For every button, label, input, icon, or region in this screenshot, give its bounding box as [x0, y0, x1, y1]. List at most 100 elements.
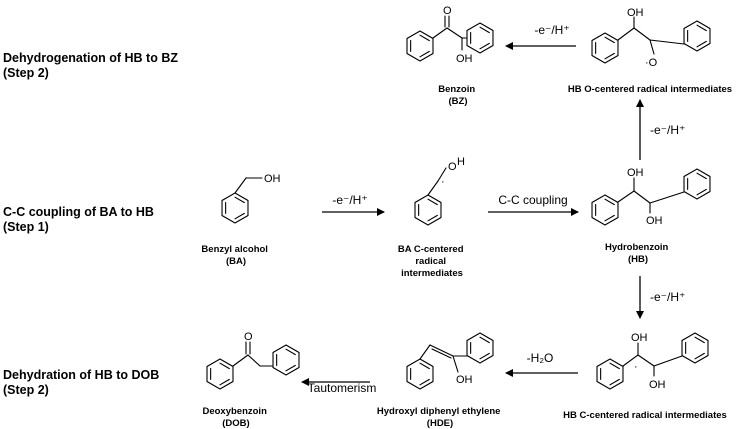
ring-outline	[683, 168, 711, 200]
ring-double-bond	[219, 378, 230, 386]
benzene-ring	[683, 168, 711, 200]
caption-line: Deoxybenzoin	[202, 406, 267, 417]
caption-line: BA C-centered	[398, 244, 464, 255]
ring-outline	[221, 192, 249, 224]
radical-dot: ·	[634, 361, 638, 373]
ring-double-bond	[234, 212, 245, 220]
step-label-dob-line: Dehydration of HB to DOB	[3, 368, 159, 382]
caption-line: (BA)	[226, 256, 246, 267]
arrow-label-coupling: C-C coupling	[498, 193, 567, 207]
benzene-ring	[406, 358, 434, 390]
hydroxyl-label: OH	[627, 7, 644, 19]
hydroxyl-label: OH	[649, 379, 666, 391]
step-label-bz-line: Dehydrogenation of HB to BZ	[3, 51, 178, 65]
ring-outline	[466, 332, 494, 364]
caption-line: (BZ)	[449, 96, 468, 107]
ring-double-bond	[479, 352, 490, 360]
ring-double-bond	[479, 42, 490, 50]
ring-double-bond	[427, 198, 438, 206]
step-label-bz-line: (Step 2)	[3, 66, 49, 80]
hb-o-radical-structure: OH ·O	[591, 7, 711, 69]
arrow-label-ox3: -e⁻/H⁺	[534, 23, 569, 37]
ring-double-bond	[427, 214, 438, 222]
benzene-ring	[414, 194, 442, 226]
hydroxyl-label: OH	[631, 332, 648, 344]
hydroxyl-label: OH	[646, 215, 663, 227]
ring-double-bond	[479, 26, 490, 34]
benzene-ring	[466, 332, 494, 364]
caption-line: Hydrobenzoin	[605, 242, 669, 253]
ring-double-bond	[696, 188, 707, 196]
caption-hde: Hydroxyl diphenyl ethylene (HDE)	[377, 406, 503, 429]
caption-line: (HB)	[628, 254, 648, 265]
benzoin-structure: O OH	[406, 5, 494, 65]
arrow-label-tautomerism: Tautomerism	[308, 381, 377, 395]
oxygen-radical-label: ·O	[645, 57, 658, 69]
ring-double-bond	[694, 336, 705, 344]
carbonyl-oxygen-label: O	[443, 5, 452, 17]
benzene-ring	[466, 22, 494, 54]
carbonyl-oxygen-label: O	[244, 331, 253, 343]
ring-double-bond	[694, 352, 705, 360]
benzene-ring	[683, 20, 711, 52]
ring-double-bond	[479, 336, 490, 344]
benzene-ring	[681, 332, 709, 364]
caption-line: HB O-centered radical intermediates	[568, 84, 732, 95]
ring-outline	[406, 358, 434, 390]
step-label-bz: Dehydrogenation of HB to BZ (Step 2)	[3, 51, 181, 80]
benzene-ring	[272, 344, 300, 376]
benzene-ring	[596, 358, 624, 390]
ring-outline	[681, 332, 709, 364]
ring-double-bond	[604, 198, 615, 206]
ring-outline	[683, 20, 711, 52]
step-label-hb: C-C coupling of BA to HB (Step 1)	[3, 205, 157, 234]
deoxybenzoin-structure: O	[206, 331, 300, 390]
ring-double-bond	[234, 196, 245, 204]
hde-structure: OH	[406, 332, 494, 390]
ring-double-bond	[419, 50, 430, 58]
step-label-hb-line: C-C coupling of BA to HB	[3, 205, 154, 219]
step-label-dob: Dehydration of HB to DOB (Step 2)	[3, 368, 163, 397]
arrow-label-dehydration: -H₂O	[527, 351, 554, 365]
benzene-ring	[591, 32, 619, 64]
ring-double-bond	[419, 34, 430, 42]
ring-double-bond	[609, 378, 620, 386]
benzene-ring	[406, 30, 434, 62]
ring-double-bond	[604, 52, 615, 60]
ring-double-bond	[419, 378, 430, 386]
benzyl-alcohol-structure: OH	[221, 173, 281, 224]
benzene-ring	[591, 194, 619, 226]
ring-double-bond	[696, 40, 707, 48]
caption-hb: Hydrobenzoin (HB)	[605, 242, 671, 265]
radical-dot: ·	[441, 176, 445, 188]
caption-line: (DOB)	[222, 418, 249, 429]
arrow-label-ox1: -e⁻/H⁺	[332, 193, 367, 207]
caption-line: Benzyl alcohol	[201, 244, 268, 255]
ring-outline	[466, 22, 494, 54]
hydroxyl-label: O	[448, 161, 457, 173]
hydrogen-label: H	[457, 156, 465, 168]
arrow-label-ox4: -e⁻/H⁺	[650, 290, 685, 304]
caption-dob: Deoxybenzoin (DOB)	[202, 406, 269, 429]
hb-c-radical-structure: OH · OH	[596, 332, 709, 391]
hydroxyl-label: OH	[627, 167, 644, 179]
caption-ba: Benzyl alcohol (BA)	[201, 244, 270, 267]
hydroxyl-label: OH	[264, 173, 281, 185]
arrow-label-ox2: -e⁻/H⁺	[650, 123, 685, 137]
ring-double-bond	[696, 172, 707, 180]
caption-line: radical	[415, 256, 446, 267]
hydrobenzoin-structure: OH OH	[591, 167, 711, 227]
ring-double-bond	[285, 364, 296, 372]
caption-line: intermediates	[401, 268, 463, 279]
step-label-hb-line: (Step 1)	[3, 220, 49, 234]
ring-double-bond	[419, 362, 430, 370]
caption-ba-radical: BA C-centered radical intermediates	[398, 244, 466, 279]
benzene-ring	[221, 192, 249, 224]
caption-line: HB C-centered radical intermediates	[563, 410, 727, 421]
ring-double-bond	[609, 362, 620, 370]
ring-double-bond	[285, 348, 296, 356]
caption-line: (HDE)	[427, 418, 453, 429]
ring-outline	[414, 194, 442, 226]
ring-double-bond	[604, 214, 615, 222]
